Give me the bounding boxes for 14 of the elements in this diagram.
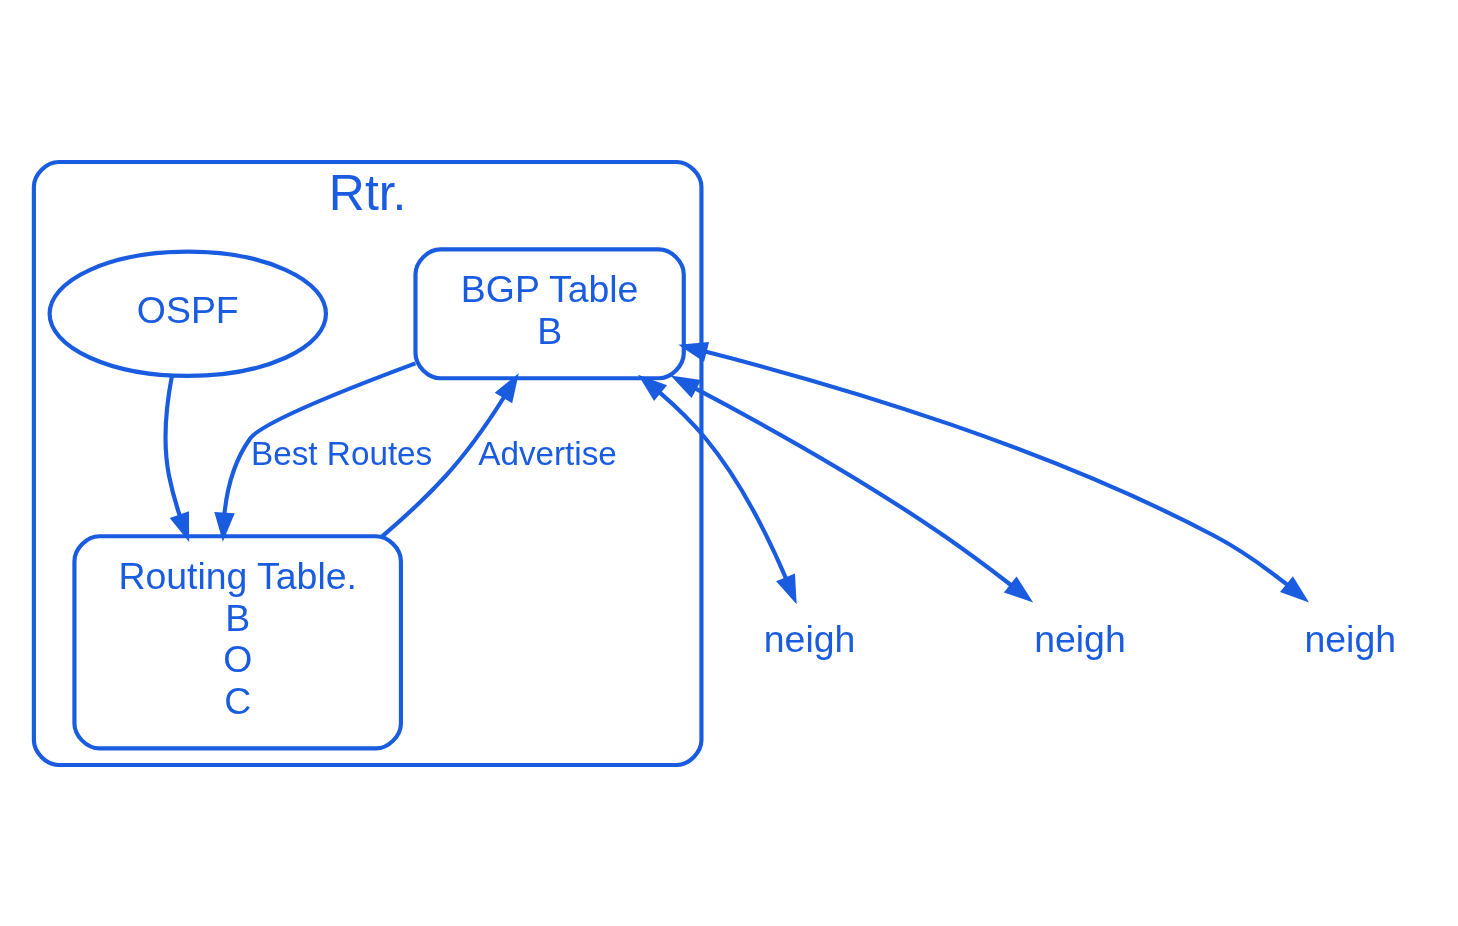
- edge-label: Best Routes: [251, 434, 433, 472]
- arrow: [381, 372, 519, 538]
- arrow: [678, 341, 1310, 602]
- node-text: neigh: [1034, 617, 1126, 659]
- arrow: [638, 374, 797, 604]
- edge-label: Advertise: [478, 434, 617, 472]
- node-text: neigh: [763, 617, 856, 659]
- node-box: BGP Table B: [413, 246, 686, 380]
- arrow: [214, 360, 417, 542]
- arrow: [670, 375, 1034, 602]
- node-ellipse: OSPF: [47, 249, 329, 378]
- arrow: [163, 374, 190, 542]
- node-text: neigh: [1304, 617, 1397, 659]
- node-box: Routing Table. B O C: [72, 533, 403, 750]
